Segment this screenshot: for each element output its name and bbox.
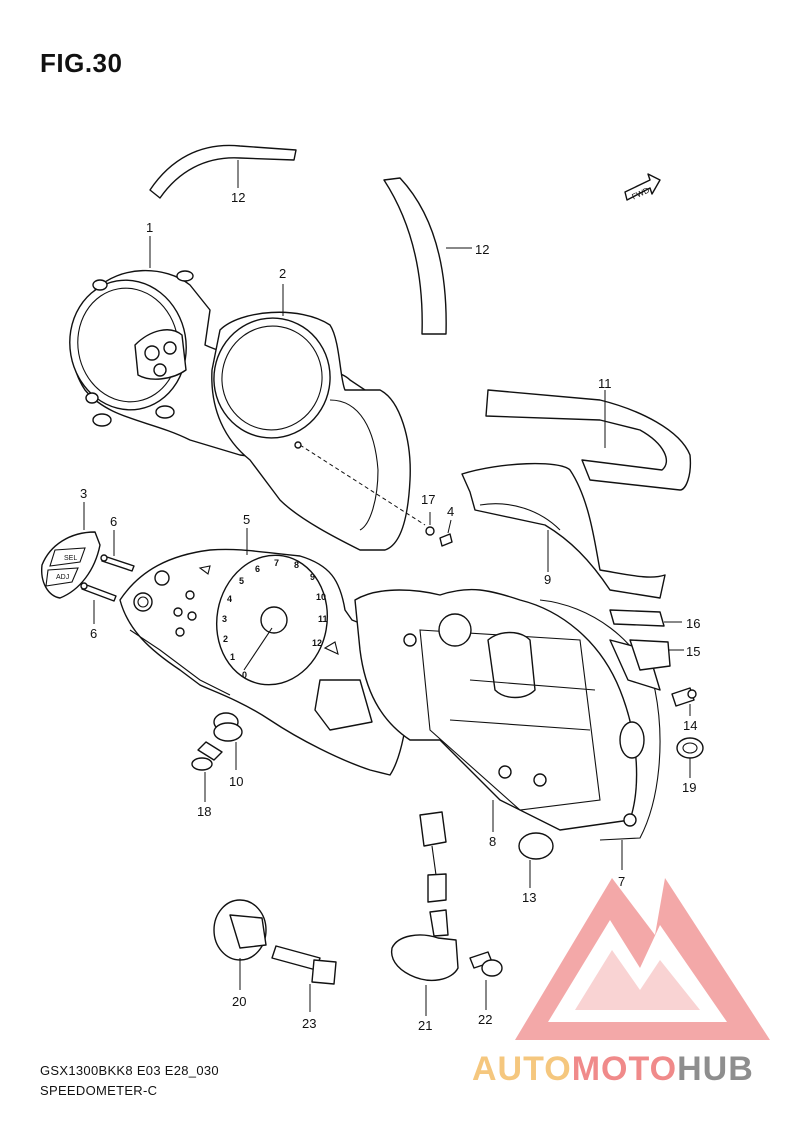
part-9-reflector (461, 462, 666, 599)
part-3-button-cover: SEL ADJ (41, 502, 101, 599)
callout-9: 9 (544, 572, 551, 587)
callout-22: 22 (478, 1012, 492, 1027)
tach-number-6: 6 (255, 564, 260, 574)
callout-2: 2 (279, 266, 286, 281)
part-14-screw (671, 687, 697, 716)
tach-number-4: 4 (227, 594, 232, 604)
forward-direction-arrow-icon: FWD (624, 173, 661, 201)
part-12-seal-strip-side (383, 177, 472, 335)
tach-number-10: 10 (316, 592, 326, 602)
sel-button-label: SEL (64, 555, 77, 562)
part-20-cap (213, 899, 267, 990)
part-15-bracket (629, 639, 684, 671)
callout-12a: 12 (231, 190, 245, 205)
part-11-light-guide (485, 389, 692, 491)
callout-numbers: 1 2 3 4 5 6 6 7 8 9 10 11 12 12 13 14 15… (80, 190, 700, 1033)
tach-number-9: 9 (310, 572, 315, 582)
callout-10: 10 (229, 774, 243, 789)
tach-number-5: 5 (239, 576, 244, 586)
tach-number-7: 7 (274, 558, 279, 568)
callout-6a: 6 (110, 514, 117, 529)
tach-number-12: 12 (312, 638, 322, 648)
tach-number-1: 1 (230, 652, 235, 662)
adj-button-label: ADJ (56, 574, 69, 581)
tach-number-0: 0 (242, 670, 247, 680)
callout-16: 16 (686, 616, 700, 631)
callout-5: 5 (243, 512, 250, 527)
tach-number-11: 11 (318, 614, 328, 624)
watermark-part-3: HUB (677, 1050, 754, 1088)
part-10-grommet (213, 712, 243, 770)
part-19-grommet (676, 737, 704, 778)
watermark-logo (515, 878, 770, 1040)
figure-title: FIG.30 (40, 48, 123, 78)
callout-21: 21 (418, 1018, 432, 1033)
callout-7: 7 (618, 874, 625, 889)
callout-17: 17 (421, 492, 435, 507)
model-code: GSX1300BKK8 E03 E28_030 (40, 1063, 219, 1078)
part-17-washer (425, 512, 435, 536)
callout-1: 1 (146, 220, 153, 235)
tach-number-8: 8 (294, 560, 299, 570)
part-18-screw (191, 741, 223, 802)
callout-19: 19 (682, 780, 696, 795)
callout-14: 14 (683, 718, 697, 733)
callout-6b: 6 (90, 626, 97, 641)
callout-12b: 12 (475, 242, 489, 257)
callout-4: 4 (447, 504, 454, 519)
watermark-text: AUTOMOTOHUB (472, 1050, 754, 1089)
watermark-part-1: AUTO (472, 1050, 572, 1088)
part-12-seal-strip-top (149, 144, 297, 199)
part-6-screws (80, 530, 135, 624)
part-2-meter-lens (211, 284, 426, 551)
tach-number-2: 2 (223, 634, 228, 644)
part-13-disc (518, 832, 554, 888)
part-8-lower-case (354, 588, 638, 832)
callout-15: 15 (686, 644, 700, 659)
part-16-gasket (609, 609, 682, 627)
part-23-stud-bolt (271, 945, 337, 1012)
part-4-screw (439, 519, 453, 547)
callout-20: 20 (232, 994, 246, 1009)
callout-8: 8 (489, 834, 496, 849)
callout-23: 23 (302, 1016, 316, 1031)
watermark-part-2: MOTO (571, 1050, 678, 1088)
part-5-meter-assembly: 0 1 2 3 4 5 6 7 8 9 10 11 12 (119, 528, 409, 776)
tach-number-3: 3 (222, 614, 227, 624)
callout-13: 13 (522, 890, 536, 905)
callout-18: 18 (197, 804, 211, 819)
callout-11: 11 (598, 376, 612, 391)
section-name: SPEEDOMETER-C (40, 1083, 158, 1098)
part-22-bolt (469, 951, 503, 1010)
part-21-sensor (390, 811, 459, 1016)
callout-3: 3 (80, 486, 87, 501)
